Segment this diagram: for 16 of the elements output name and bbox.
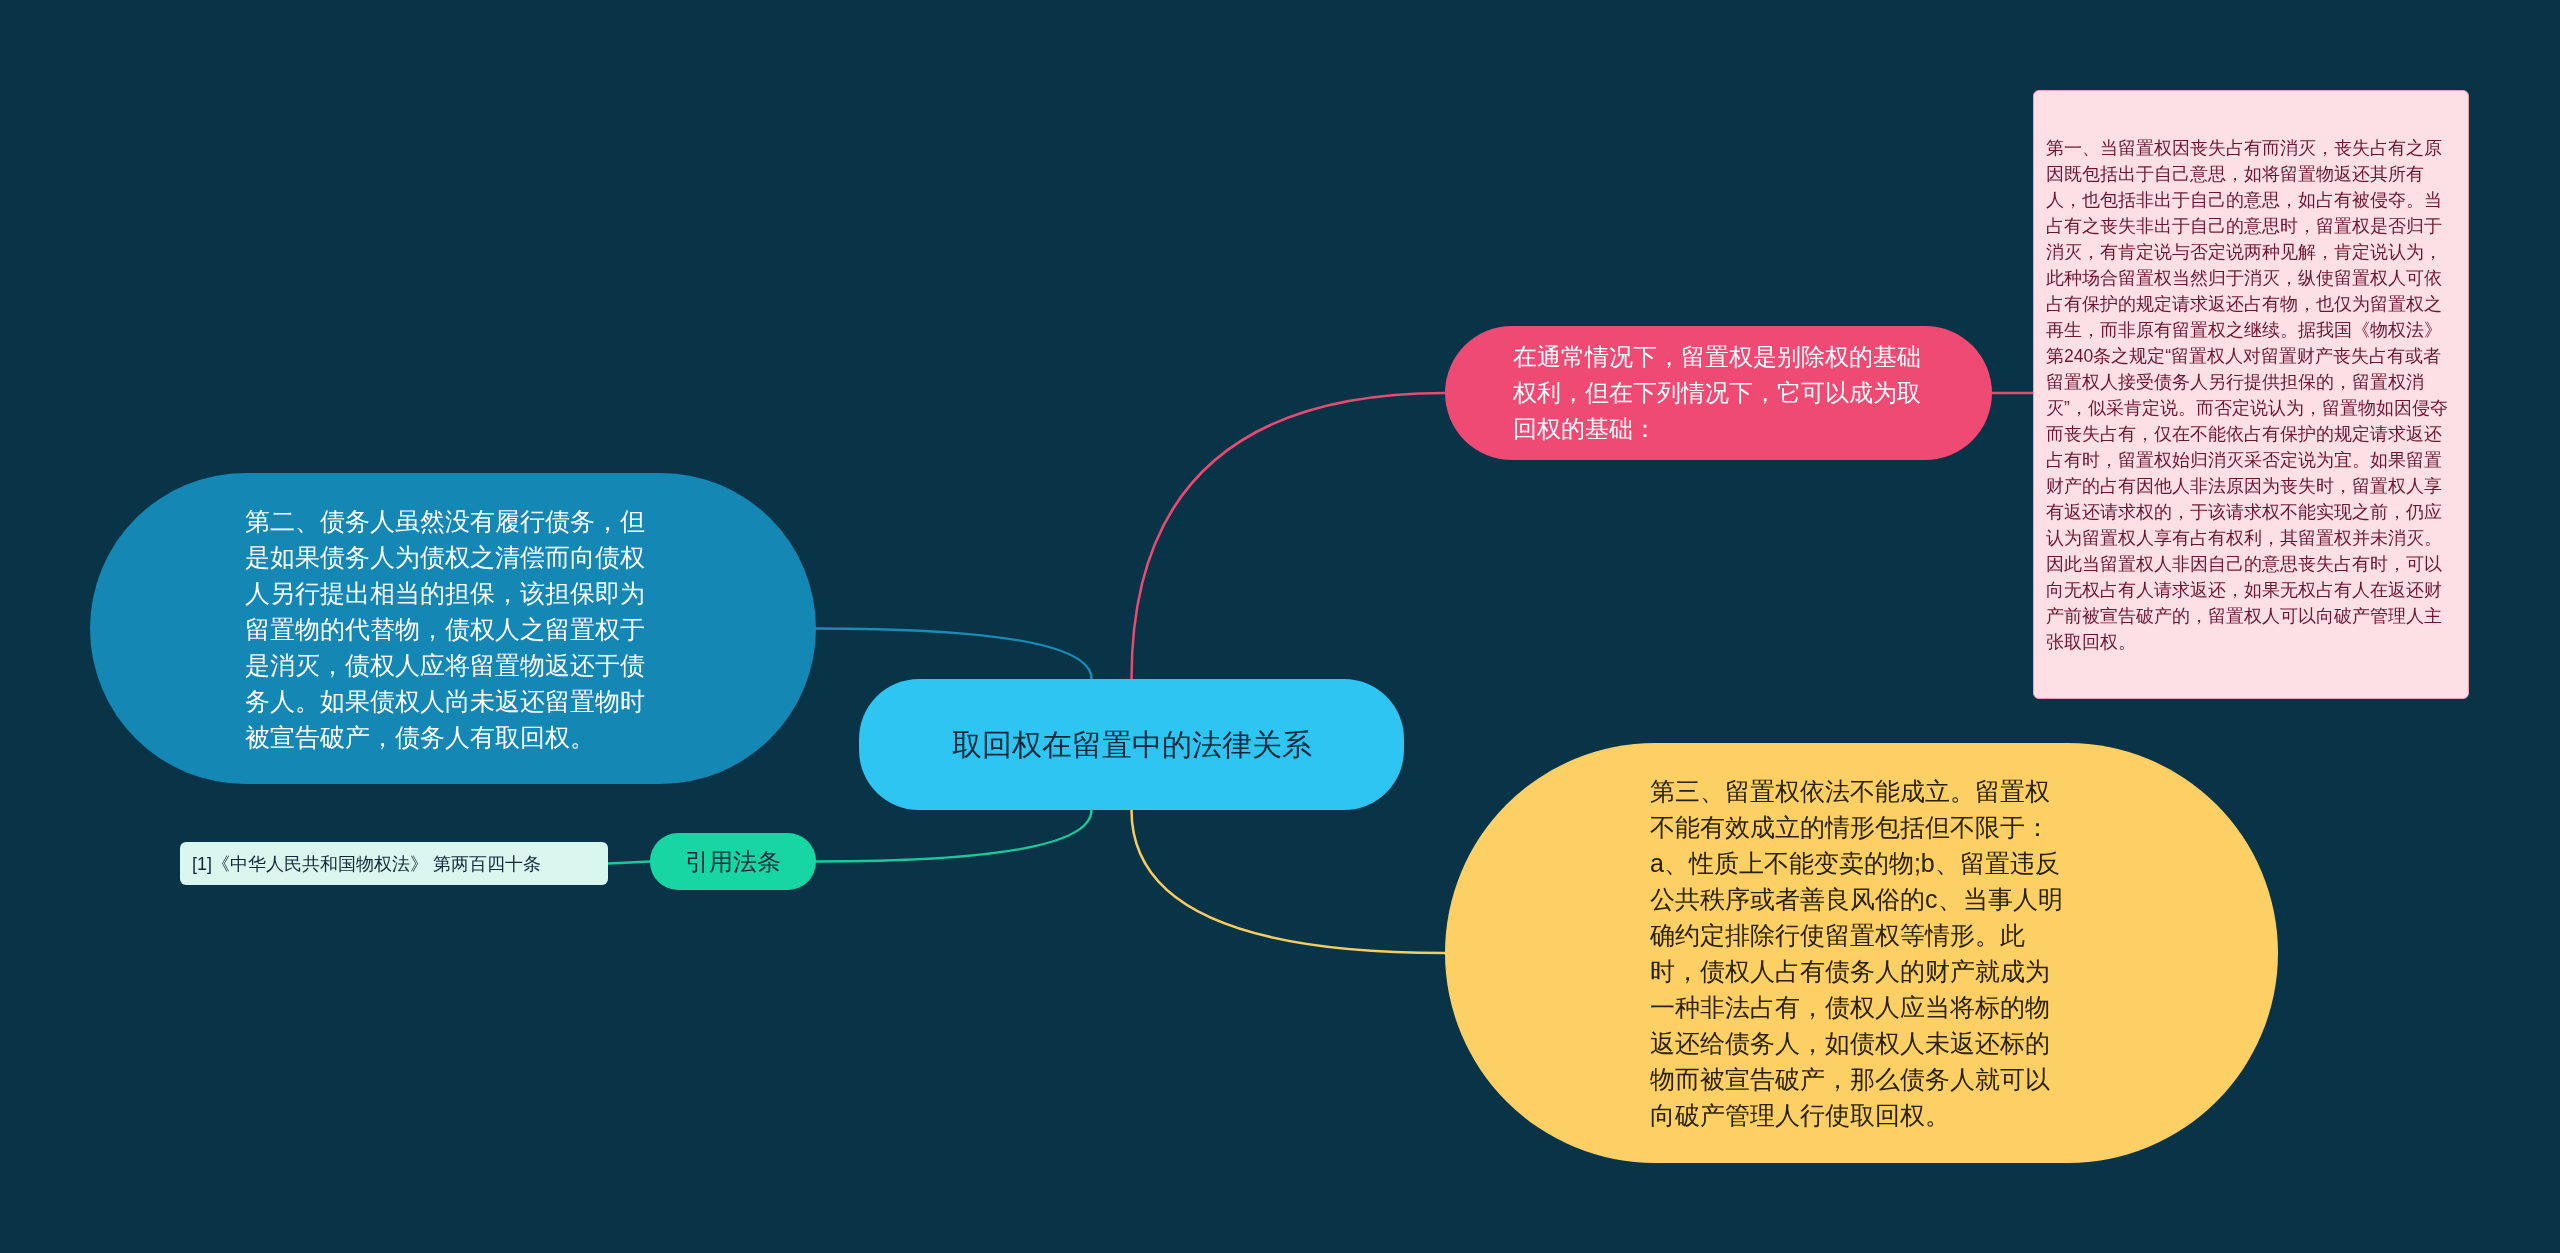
connector-line [1130,809,1446,955]
connector-line [816,809,1093,863]
node-text: 引用法条 [684,846,782,877]
node-text: 第二、债务人虽然没有履行债务，但是如果债务人为债权之清偿而向债权人另行提出相当的担保，该担保即为留置物的代替物，债权人之留置权于是消灭，债权人应将留置物返还于债务人。如果债权人尚未返还留置物时被宣告破产，债务人有取回权。 [245,505,646,753]
node-text: 在通常情况下，留置权是别除权的基础权利，但在下列情况下，它可以成为取回权的基础： [1513,342,1922,444]
connector-line [1130,391,1446,680]
node-text: 第一、当留置权因丧失占有而消灭，丧失占有之原因既包括出于自己意思，如将留置物返还其所有人，也包括非出于自己的意思，如占有被侵夺。当占有之丧失非出于自己的意思时，留置权是否归于消灭，有肯定说与否定说两种见解，肯定说认为，此种场合留置权当然归于消灭，纵使留置权人可依占有保护的规定请求返还占有物，也仅为留置权之再生，而非原有留置权之继续。据我国《物权法》第240条之规定“留置权人对留置财产丧失占有或者留置权人接受债务人另行提供担保的，留置权消灭”，似采肯定说。而否定说认为，留置物如因侵夺而丧失占有，仅在不能依占有保护的规定请求返还占有时，留置权始归消灭采否定说为宜。如果留置财产的占有因他人非法原因为丧失时，留置权人享有返还请求权的，于该请求权不能实现之前，仍应认为留置权人享有占有权利，其留置权并未消灭。因此当留置权人非因自己的意思丧失占有时，可以向无权占有人请求返还，如果无权占有人在返还财产前被宣告破产的，留置权人可以向破产管理人主张取回权。 [2046,136,2449,654]
connector-line [816,627,1093,680]
node-text: 取回权在留置中的法律关系 [950,726,1313,763]
connector-line [607,860,651,865]
note-card [2033,90,2469,699]
connector-line [1992,391,2033,395]
citation-label [180,842,608,885]
topic-pill [650,833,816,890]
node-text: 第三、留置权依法不能成立。留置权不能有效成立的情形包括但不限于：a、性质上不能变卖的物;b、留置违反公共秩序或者善良风俗的c、当事人明确约定排除行使留置权等情形。此时，债权人占有债务人的财产就成为一种非法占有，债权人应当将标的物返还给债务人，如债权人未返还标的物而被宣告破产，那么债务人就可以向破产管理人行使取回权。 [1650,776,2064,1131]
node-text: [1]《中华人民共和国物权法》 第两百四十条 [192,852,542,876]
